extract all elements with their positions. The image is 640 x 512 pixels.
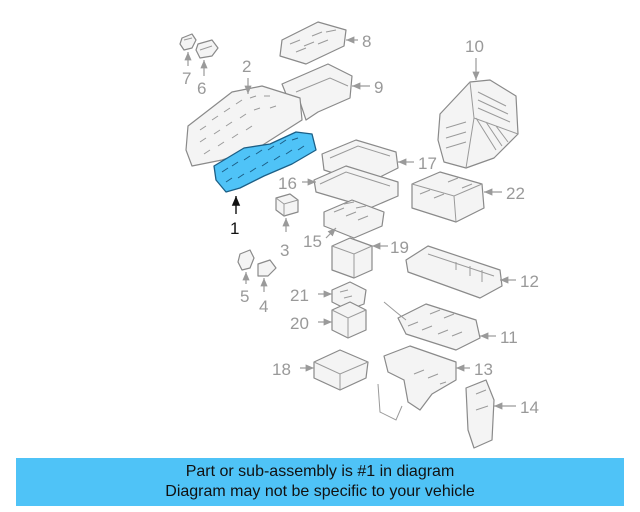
part-22-relay-box — [411, 171, 485, 223]
part-3-relay — [275, 193, 299, 217]
part-13-bracket — [377, 345, 457, 421]
callout-15[interactable]: 15 — [303, 232, 322, 251]
callout-1[interactable]: 1 — [230, 219, 239, 238]
part-12-fuse-strip — [405, 245, 503, 299]
callout-10[interactable]: 10 — [465, 37, 484, 56]
callout-2[interactable]: 2 — [242, 57, 251, 76]
part-6-clip — [195, 39, 219, 59]
callout-14[interactable]: 14 — [520, 398, 539, 417]
part-21-socket — [331, 281, 367, 311]
part-8-relay-plate — [279, 21, 347, 65]
callout-16[interactable]: 16 — [278, 174, 297, 193]
callout-18[interactable]: 18 — [272, 360, 291, 379]
callout-12[interactable]: 12 — [520, 272, 539, 291]
part-15-relay-holder — [323, 199, 385, 239]
callout-5[interactable]: 5 — [240, 287, 249, 306]
parts-diagram: 7 6 8 9 2 1 3 5 4 — [179, 21, 539, 449]
callout-4[interactable]: 4 — [259, 297, 268, 316]
callout-3[interactable]: 3 — [280, 241, 289, 260]
part-14-trim-panel — [465, 379, 495, 449]
callout-7[interactable]: 7 — [182, 69, 191, 88]
info-banner: Part or sub-assembly is #1 in diagram Di… — [16, 458, 624, 506]
callout-9[interactable]: 9 — [374, 78, 383, 97]
part-16-tray — [313, 165, 399, 209]
callout-8[interactable]: 8 — [362, 32, 371, 51]
part-19-relay — [331, 237, 373, 279]
banner-line-part: Part or sub-assembly is #1 in diagram — [185, 463, 455, 480]
part-4-clip — [257, 259, 277, 277]
part-18-relay — [313, 349, 369, 391]
callout-6[interactable]: 6 — [197, 79, 206, 98]
callout-21[interactable]: 21 — [290, 286, 309, 305]
part-10-module — [437, 79, 519, 169]
banner-line-disclaimer: Diagram may not be specific to your vehi… — [165, 483, 475, 500]
part-11-wiring-bracket — [383, 301, 481, 351]
part-20-relay — [331, 301, 367, 339]
callout-19[interactable]: 19 — [390, 238, 409, 257]
callout-11[interactable]: 11 — [500, 328, 518, 347]
part-1-highlighted-assembly[interactable] — [213, 131, 317, 193]
part-7-clip — [179, 33, 197, 51]
part-5-clip — [237, 249, 255, 271]
callout-22[interactable]: 22 — [506, 184, 525, 203]
callout-13[interactable]: 13 — [474, 360, 493, 379]
callout-17[interactable]: 17 — [418, 154, 437, 173]
callout-20[interactable]: 20 — [290, 314, 309, 333]
